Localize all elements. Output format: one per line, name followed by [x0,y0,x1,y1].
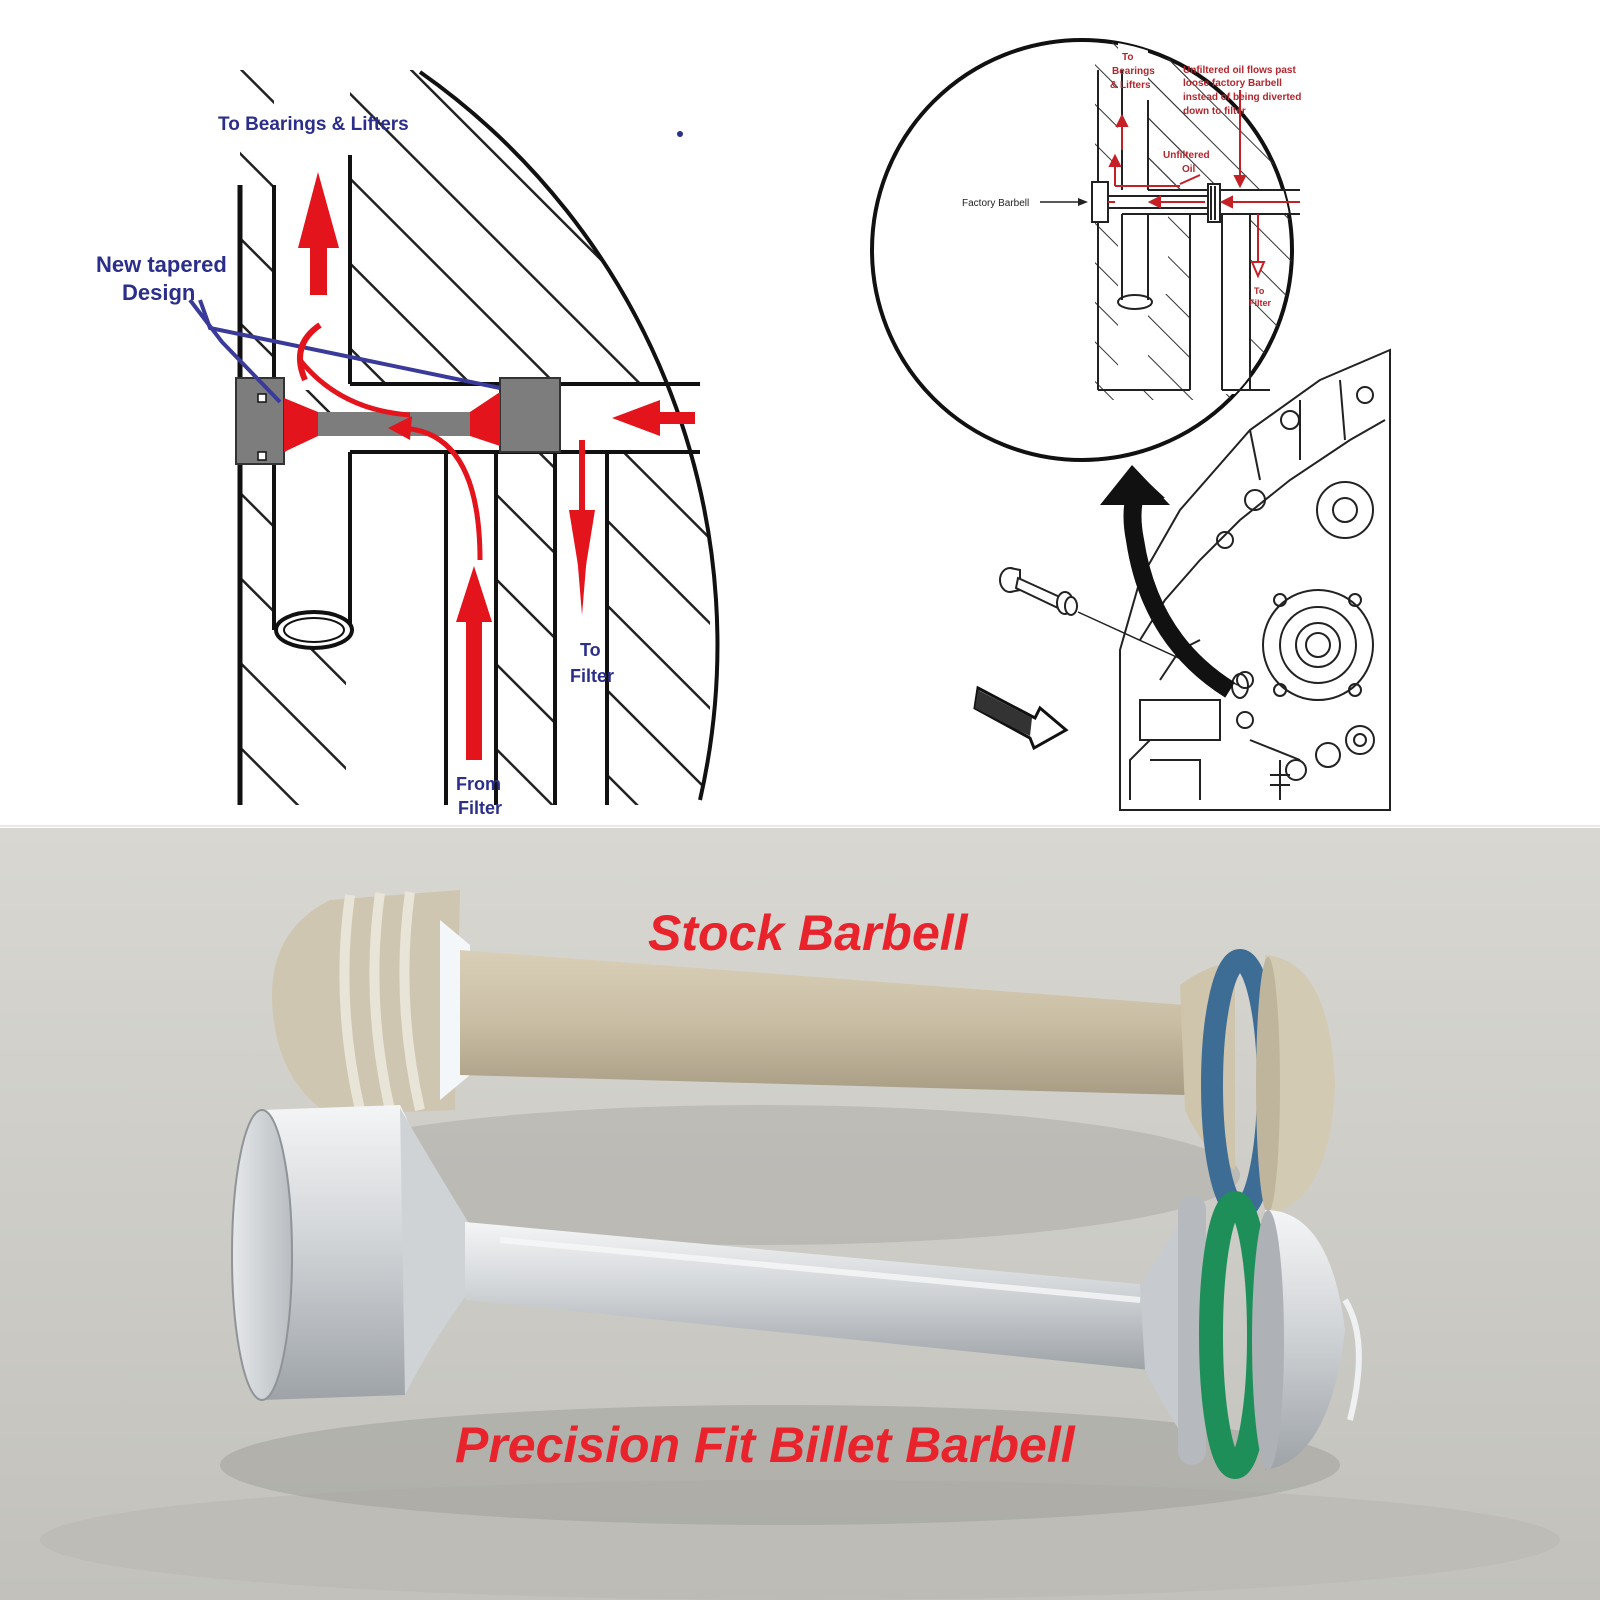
zoom-label-unfiltered-4: down to filter [1183,106,1246,117]
label-filter: Filter [570,666,614,686]
barbell-photo: Stock Barbell Precision Fit Billet Barbe… [0,828,1600,1600]
label-to-bearings-lifters: To Bearings & Lifters [218,114,409,135]
zoom-label-unfiltered-2: loose factory Barbell [1183,78,1282,89]
label-billet-barbell: Precision Fit Billet Barbell [455,1417,1076,1473]
zoom-label-unfiltered-3: instead of being diverted [1183,92,1301,103]
label-design: Design [122,280,195,305]
zoom-detail [1091,70,1300,391]
zoom-flow-arrows [1108,90,1300,279]
zoom-label-bearings: Bearings [1112,66,1155,77]
zoom-label-unfiltered-1: Unfiltered oil flows past [1183,65,1296,76]
label-from-filter: Filter [458,798,502,818]
left-oil-flow-diagram: To Bearings & Lifters New tapered Design… [96,70,720,818]
right-engine-diagram: To Bearings & Lifters Unfiltered oil flo… [870,38,1391,811]
zoom-label-unfiltered-oil-2: Oil [1182,164,1196,175]
label-to: To [580,640,601,660]
label-new-tapered: New tapered [96,252,227,277]
zoom-label-to: To [1122,52,1133,63]
zoom-label-to-filter-2: Filter [1249,298,1272,308]
stock-barbell [271,890,1335,1221]
zoom-label-lifters: & Lifters [1110,80,1151,91]
zoom-label-unfiltered-oil-1: Unfiltered [1163,150,1210,161]
label-stock-barbell: Stock Barbell [648,905,969,961]
zoom-label-factory-barbell: Factory Barbell [962,198,1029,209]
label-from: From [456,774,501,794]
zoom-label-to-filter-1: To [1254,286,1265,296]
billet-barbell [231,1105,1362,1479]
